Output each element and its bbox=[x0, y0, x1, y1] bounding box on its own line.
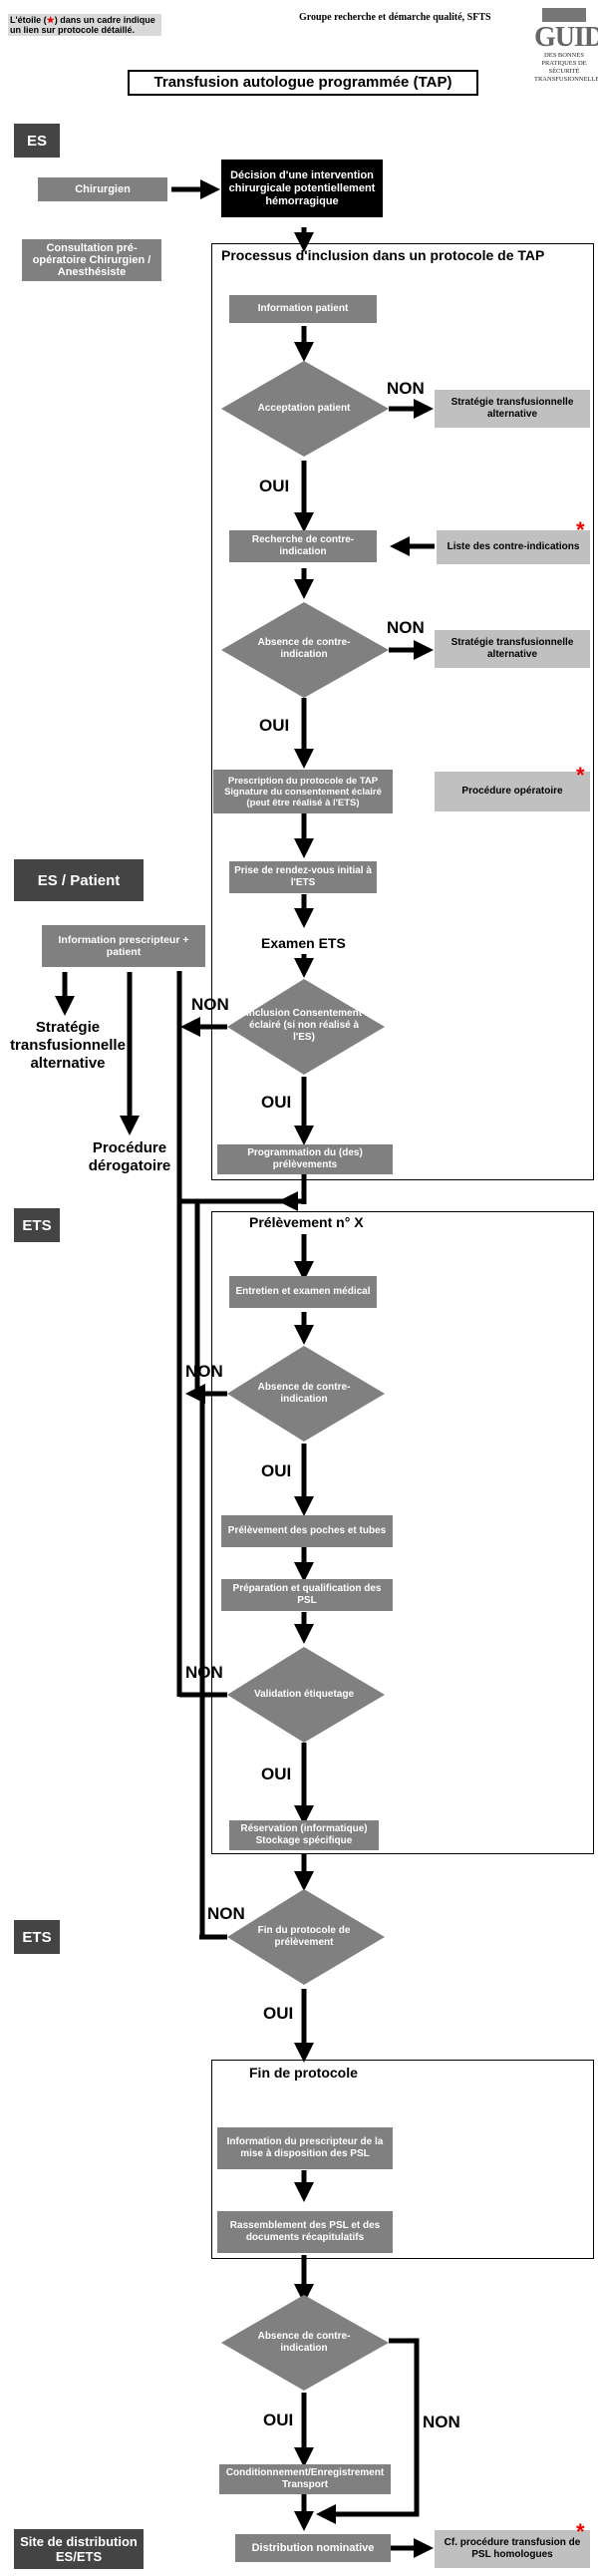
programmation-box: Programmation du (des) prélèvements bbox=[217, 1144, 393, 1174]
guide-logo: GUIDE DES BONNES PRATIQUES DE SÉCURITÉ T… bbox=[534, 8, 598, 120]
liste-ci-box: Liste des contre-indications bbox=[437, 530, 590, 564]
absence-ci-2-text: Absence de contre-indication bbox=[257, 1382, 351, 1405]
frame-exam-title: Examen ETS bbox=[261, 935, 346, 951]
validation-text: Validation étiquetage bbox=[253, 1689, 355, 1700]
acceptation-text: Acceptation patient bbox=[257, 403, 351, 414]
diamond-inclusion bbox=[227, 979, 385, 1075]
info-mise-box: Information du prescripteur de la mise à… bbox=[217, 2127, 393, 2169]
frame-fin-title: Fin de protocole bbox=[249, 2065, 358, 2081]
logo-guide-text: GUIDE bbox=[534, 22, 598, 53]
prelev-poches-box: Prélèvement des poches et tubes bbox=[221, 1515, 393, 1547]
absence-ci-1-text: Absence de contre-indication bbox=[257, 637, 351, 660]
label-oui-3: OUI bbox=[261, 1093, 292, 1112]
legend-star: ★ bbox=[46, 15, 55, 25]
tag-es-patient: ES / Patient bbox=[14, 859, 144, 901]
label-non-2: NON bbox=[387, 618, 425, 637]
tag-es: ES bbox=[14, 124, 60, 158]
info-patient-box: Information patient bbox=[229, 295, 377, 323]
info-prescripteur-box: Information prescripteur + patient bbox=[42, 925, 205, 967]
label-non-6: NON bbox=[207, 1904, 245, 1923]
distribution-box: Distribution nominative bbox=[235, 2534, 391, 2562]
absence-ci-3-text: Absence de contre-indication bbox=[257, 2331, 351, 2354]
diamond-fin-prelev bbox=[227, 1889, 385, 1985]
liste-ci-star: * bbox=[576, 517, 585, 542]
preparation-box: Préparation et qualification des PSL bbox=[221, 1579, 393, 1611]
reservation-box: Réservation (informatique) Stockage spéc… bbox=[229, 1820, 379, 1850]
page-title: Transfusion autologue programmée (TAP) bbox=[128, 70, 478, 96]
label-oui-6: OUI bbox=[263, 2004, 294, 2023]
inclusion-text: Inclusion Consentement éclairé (si non r… bbox=[245, 1008, 363, 1043]
strat-alt-text-3: Stratégie transfusionnelle alternative bbox=[10, 1019, 126, 1072]
label-oui-5: OUI bbox=[261, 1765, 292, 1783]
diamond-absence-ci-1 bbox=[221, 602, 389, 698]
diamond-absence-ci-2 bbox=[227, 1346, 385, 1442]
diamond-validation bbox=[227, 1647, 385, 1743]
label-non-7: NON bbox=[423, 2413, 460, 2431]
surgeon-box: Chirurgien bbox=[38, 177, 167, 201]
cf-proc-star: * bbox=[576, 2519, 585, 2544]
prescription-box: Prescription du protocole de TAP Signatu… bbox=[213, 770, 393, 813]
label-non-3: NON bbox=[191, 995, 229, 1014]
tag-ets-1: ETS bbox=[14, 1208, 60, 1242]
label-non-1: NON bbox=[387, 379, 425, 398]
logo-subtitle: DES BONNES PRATIQUES DE SÉCURITÉ TRANSFU… bbox=[534, 52, 598, 83]
header-org: Groupe recherche et démarche qualité, SF… bbox=[299, 12, 491, 23]
frame-prelev-title: Prélèvement n° X bbox=[249, 1214, 364, 1230]
diamond-absence-ci-3 bbox=[221, 2295, 389, 2391]
diamond-acceptation bbox=[221, 361, 389, 457]
consultation-box: Consultation pré-opératoire Chirurgien /… bbox=[22, 239, 161, 281]
strat-alt-box-1: Stratégie transfusionnelle alternative bbox=[435, 390, 590, 428]
strat-alt-box-2: Stratégie transfusionnelle alternative bbox=[435, 630, 590, 668]
proc-op-star: * bbox=[576, 763, 585, 788]
frame-fin bbox=[211, 2060, 594, 2259]
frame-prelev bbox=[211, 1211, 594, 1854]
proc-derog-text: Procédure dérogatoire bbox=[88, 1139, 171, 1174]
label-oui-7: OUI bbox=[263, 2411, 294, 2429]
legend-note: L'étoile (★) dans un cadre indique un li… bbox=[8, 14, 161, 36]
tag-site-distribution: Site de distribution ES/ETS bbox=[14, 2529, 144, 2569]
frame-inclusion-title: Processus d'inclusion dans un protocole … bbox=[221, 247, 545, 263]
proc-op-box: Procédure opératoire bbox=[435, 772, 590, 811]
decision-box: Décision d'une intervention chirurgicale… bbox=[221, 160, 383, 217]
rassemblement-box: Rassemblement des PSL et des documents r… bbox=[217, 2211, 393, 2253]
label-oui-4: OUI bbox=[261, 1461, 292, 1480]
tag-ets-2: ETS bbox=[14, 1920, 60, 1954]
frame-inclusion bbox=[211, 243, 594, 1180]
label-non-5: NON bbox=[185, 1663, 223, 1682]
label-oui-1: OUI bbox=[259, 477, 290, 495]
label-non-4: NON bbox=[185, 1362, 223, 1381]
recherche-ci-box: Recherche de contre-indication bbox=[229, 530, 377, 562]
rdv-box: Prise de rendez-vous initial à l'ETS bbox=[229, 861, 377, 893]
label-oui-2: OUI bbox=[259, 716, 290, 735]
entretien-box: Entretien et examen médical bbox=[229, 1276, 377, 1308]
fin-prelev-text: Fin du protocole de prélèvement bbox=[257, 1925, 351, 1948]
conditionnement-box: Conditionnement/Enregistrement Transport bbox=[219, 2464, 391, 2494]
cf-proc-box: Cf. procédure transfusion de PSL homolog… bbox=[435, 2530, 590, 2568]
logo-bar bbox=[542, 8, 586, 22]
